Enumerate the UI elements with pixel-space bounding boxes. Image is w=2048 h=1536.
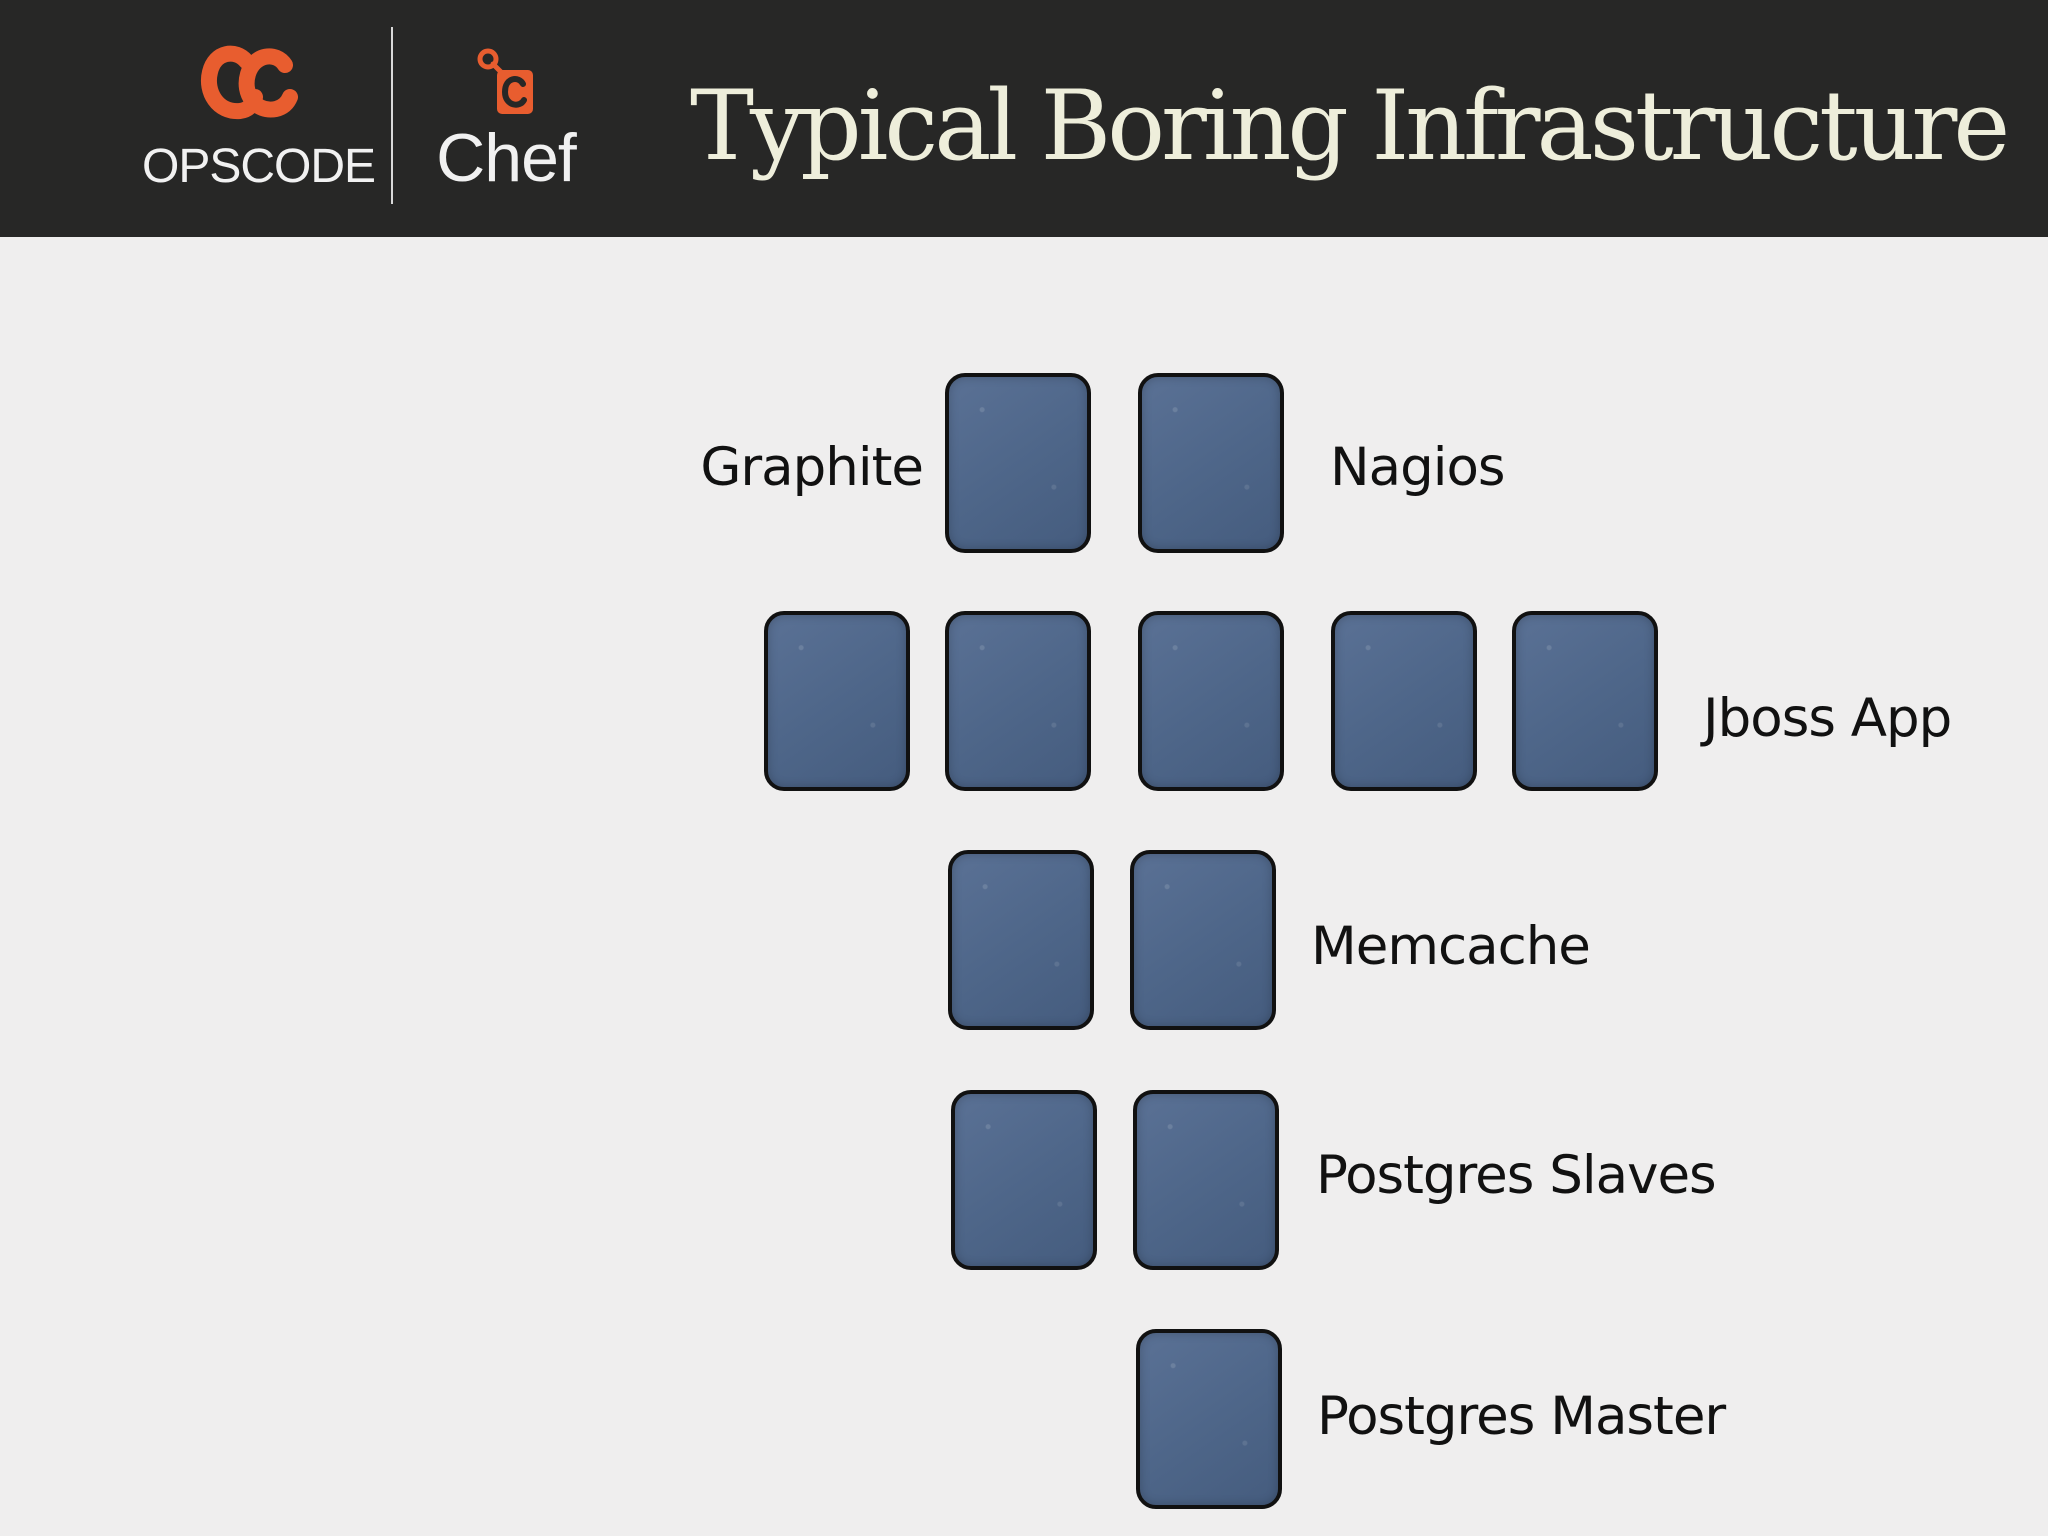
jboss-app-server (764, 611, 910, 791)
postgres-master-label: Postgres Master (1317, 1386, 1726, 1447)
jboss-app-server (1512, 611, 1658, 791)
memcache-label: Memcache (1311, 916, 1591, 977)
logo-divider (391, 27, 393, 204)
jboss-app-server (945, 611, 1091, 791)
nagios-server (1138, 373, 1284, 553)
jboss-app-server (1331, 611, 1477, 791)
opscode-wordmark: OPSCODE (142, 140, 376, 193)
postgres-slave-server (951, 1090, 1097, 1270)
chef-wordmark: Chef (436, 120, 577, 196)
postgres-slaves-label: Postgres Slaves (1316, 1145, 1717, 1206)
slide-title: Typical Boring Infrastructure (690, 70, 2010, 182)
opscode-mark-icon (200, 45, 298, 120)
jboss-app-label: Jboss App (1703, 688, 1952, 749)
nagios-label: Nagios (1330, 437, 1506, 498)
graphite-label: Graphite (700, 437, 924, 498)
memcache-server (1130, 850, 1276, 1030)
postgres-slave-server (1133, 1090, 1279, 1270)
memcache-server (948, 850, 1094, 1030)
chef-logo: Chef (425, 38, 587, 208)
postgres-master-server (1136, 1329, 1282, 1509)
graphite-server (945, 373, 1091, 553)
opscode-logo: OPSCODE (142, 35, 376, 205)
chef-mark-icon (477, 48, 533, 114)
slide-header: OPSCODE Chef Typical Boring Infrastructu… (0, 0, 2048, 237)
jboss-app-server (1138, 611, 1284, 791)
